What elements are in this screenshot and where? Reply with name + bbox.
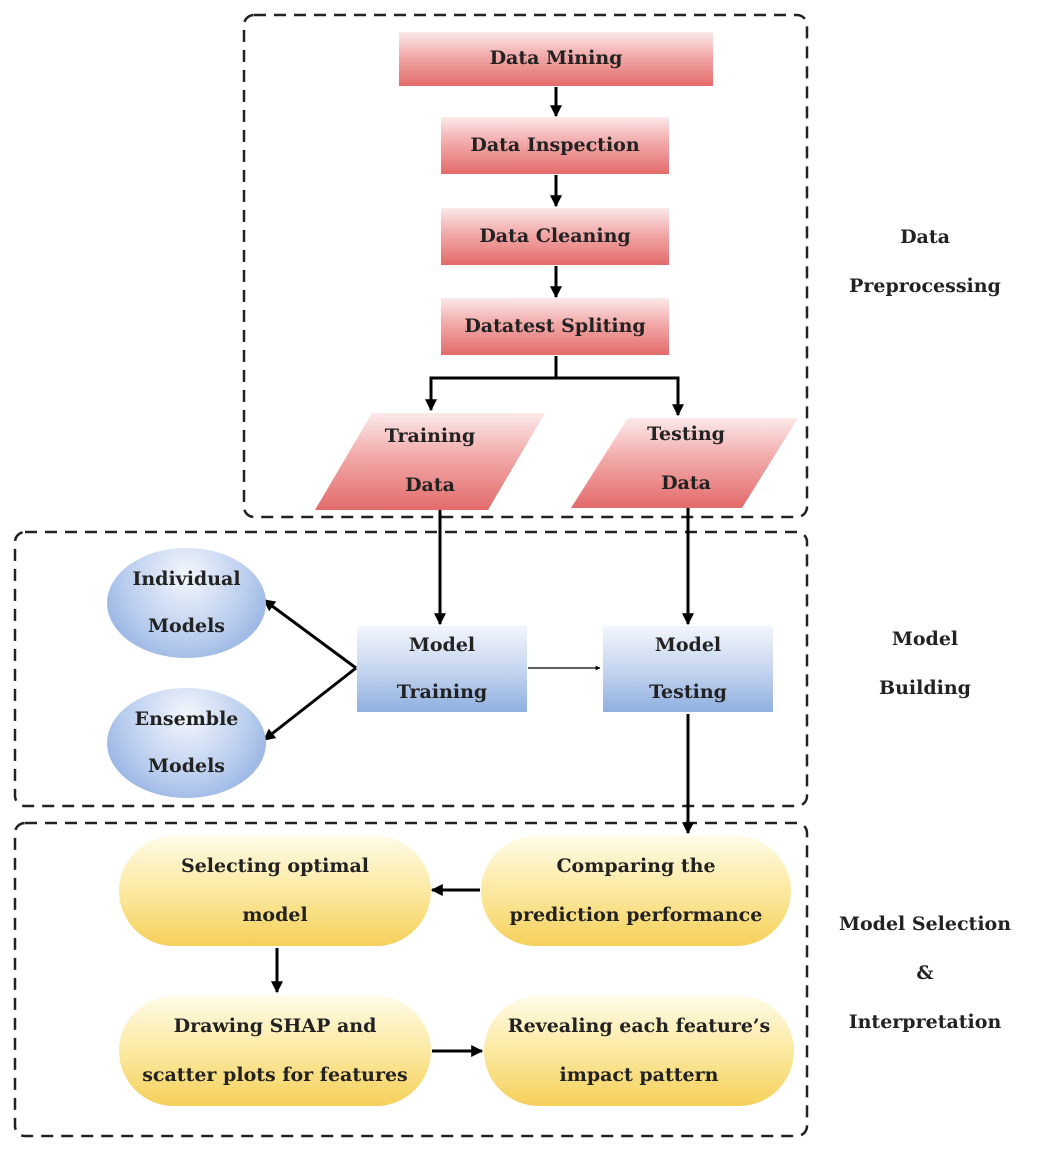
drawing-line2: scatter plots for features — [142, 1064, 408, 1086]
training-data-line1: Training — [384, 425, 476, 447]
arrow-to-individual — [263, 598, 357, 670]
preprocessing-group-boundary — [242, 13, 809, 519]
data-mining-box: Data Mining — [399, 32, 713, 86]
building-line1: Model — [891, 628, 959, 650]
selection-line1: Model Selection — [838, 913, 1012, 935]
training-data-node: Training Data — [350, 427, 510, 495]
data-cleaning-label: Data Cleaning — [479, 224, 631, 247]
individual-models-ellipse: Individual Models — [107, 548, 266, 658]
arrow-split-training — [425, 356, 558, 412]
building-line2: Building — [879, 677, 971, 699]
selecting-line2: model — [242, 904, 308, 926]
individual-models-line2: Models — [148, 615, 225, 637]
comparing-line2: prediction performance — [509, 904, 763, 926]
preprocessing-line2: Preprocessing — [849, 275, 1001, 297]
comparing-performance-box: Comparing the prediction performance — [481, 836, 791, 946]
model-testing-box: Model Testing — [603, 626, 773, 712]
revealing-impact-box: Revealing each feature’s impact pattern — [484, 996, 794, 1106]
data-inspection-box: Data Inspection — [441, 117, 669, 174]
selecting-optimal-model-box: Selecting optimal model — [119, 836, 431, 946]
model-testing-line1: Model — [654, 634, 722, 656]
model-training-line1: Model — [408, 634, 476, 656]
model-testing-line2: Testing — [649, 681, 727, 703]
building-section-label: Model Building — [830, 630, 1020, 698]
testing-data-line1: Testing — [647, 423, 725, 445]
comparing-line1: Comparing the — [556, 855, 716, 877]
model-training-line2: Training — [396, 681, 488, 703]
testing-data-line2: Data — [661, 472, 711, 494]
ensemble-models-line2: Models — [148, 755, 225, 777]
training-data-line2: Data — [405, 474, 455, 496]
model-training-box: Model Training — [357, 626, 527, 712]
training-data-shape — [315, 413, 545, 510]
drawing-shap-box: Drawing SHAP and scatter plots for featu… — [119, 996, 431, 1106]
ensemble-models-line1: Ensemble — [134, 708, 239, 730]
selection-line2: & — [916, 962, 934, 984]
data-mining-label: Data Mining — [489, 47, 623, 70]
ensemble-models-ellipse: Ensemble Models — [107, 688, 266, 798]
dataset-splitting-label: Datatest Spliting — [464, 314, 646, 337]
data-inspection-label: Data Inspection — [470, 133, 640, 156]
selecting-line1: Selecting optimal — [181, 855, 369, 877]
preprocessing-section-label: Data Preprocessing — [830, 228, 1020, 296]
selection-group-boundary — [13, 821, 809, 1138]
individual-models-line1: Individual — [132, 568, 241, 590]
arrow-split-testing — [556, 376, 684, 417]
revealing-line2: impact pattern — [559, 1064, 719, 1086]
testing-data-node: Testing Data — [606, 425, 766, 493]
testing-data-shape — [571, 418, 798, 508]
revealing-line1: Revealing each feature’s — [507, 1015, 771, 1037]
building-group-boundary — [13, 530, 809, 808]
arrow-to-ensemble — [263, 666, 357, 742]
data-cleaning-box: Data Cleaning — [441, 208, 669, 265]
selection-section-label: Model Selection & Interpretation — [820, 915, 1030, 1032]
drawing-line1: Drawing SHAP and — [173, 1015, 377, 1037]
dataset-splitting-box: Datatest Spliting — [441, 298, 669, 355]
preprocessing-line1: Data — [900, 226, 950, 248]
selection-line3: Interpretation — [848, 1011, 1002, 1033]
